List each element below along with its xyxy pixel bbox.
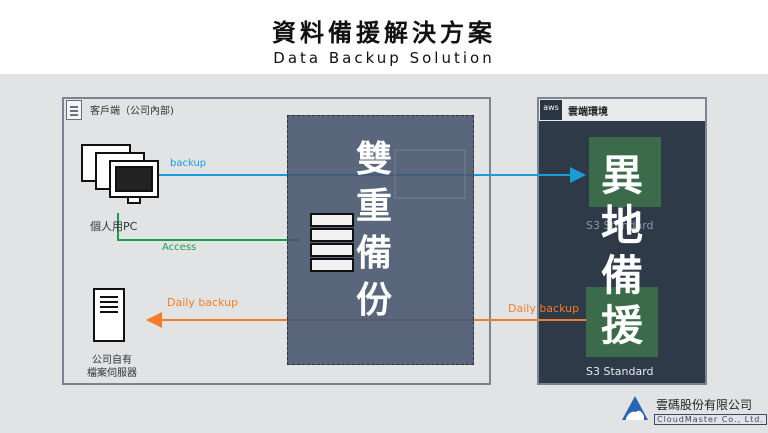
dual-backup-char: 雙: [355, 139, 392, 180]
file-server-label-line1: 公司自有: [92, 355, 132, 366]
aws-logo-icon: aws: [540, 100, 562, 120]
s3-label-top: S3 Standard: [586, 219, 654, 232]
pc-label: 個人用PC: [90, 220, 138, 233]
remote-backup-char: 備: [600, 251, 643, 300]
client-group-label: 客戶端（公司內部): [90, 106, 174, 117]
dual-backup-char: 備: [355, 233, 392, 274]
file-server-label-line2: 檔案伺服器: [87, 368, 137, 379]
client-group: [62, 97, 491, 385]
company-name: 雲碼股份有限公司: [656, 398, 753, 412]
dual-backup-char: 份: [355, 280, 392, 321]
dual-backup-text: 雙 重 備 份: [344, 142, 404, 330]
remote-backup-char: 地: [600, 201, 643, 250]
access-label: Access: [162, 242, 197, 253]
company-name-en: CloudMaster Co., Ltd.: [654, 414, 767, 425]
s3-bucket-icon: [589, 137, 661, 207]
file-server-label: 公司自有 檔案伺服器: [82, 354, 142, 380]
aws-group-header: [539, 99, 705, 121]
remote-backup-char: 異: [600, 151, 643, 200]
remote-backup-text: 異 地 備 援: [592, 155, 652, 355]
s3-bucket-icon: [586, 287, 658, 357]
daily-backup-label-right: Daily backup: [508, 302, 580, 315]
remote-backup-char: 援: [600, 301, 643, 350]
backup-label: backup: [170, 158, 207, 169]
building-icon: [66, 100, 82, 120]
daily-backup-label-left: Daily backup: [167, 296, 239, 309]
pc-stack-icon: [81, 144, 159, 204]
company-logo-icon: [622, 396, 648, 420]
dual-backup-char: 重: [355, 186, 392, 227]
page-subtitle: Data Backup Solution: [273, 49, 495, 67]
page-title: 資料備援解決方案: [272, 19, 496, 47]
header-bar: 資料備援解決方案 Data Backup Solution: [0, 0, 768, 74]
access-connector: [117, 213, 300, 241]
aws-group-label: 雲端環境: [568, 107, 608, 118]
file-server-icon: [93, 288, 125, 342]
s3-label-bottom: S3 Standard: [586, 365, 654, 378]
